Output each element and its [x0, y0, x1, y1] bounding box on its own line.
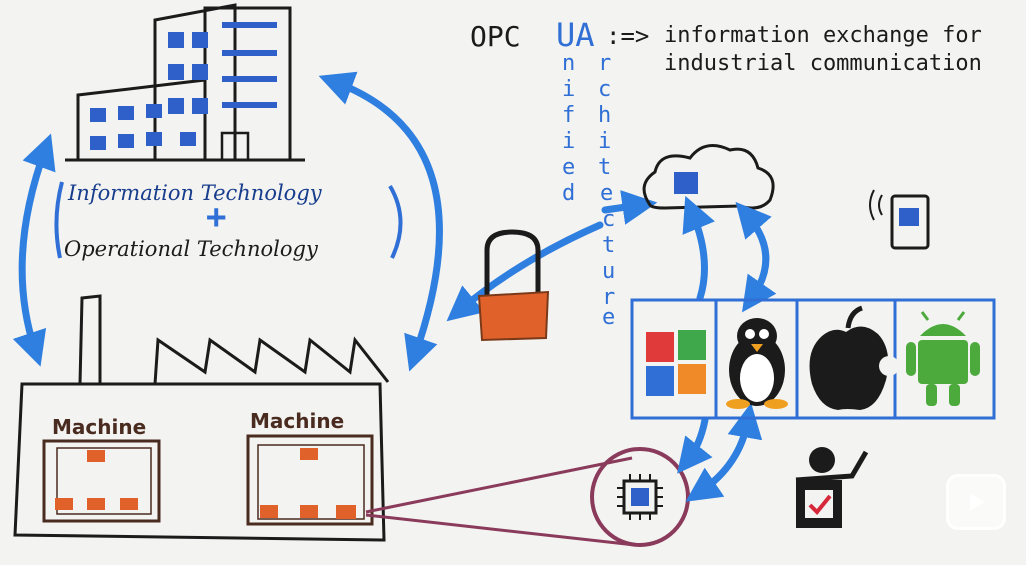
it-label: Information Technology	[67, 181, 323, 205]
letter: c	[598, 77, 611, 102]
os-strip	[630, 298, 996, 420]
building-icon	[65, 3, 305, 162]
arrows-cloud-os	[677, 195, 777, 502]
play-button[interactable]	[946, 474, 1006, 530]
letter: r	[598, 51, 611, 76]
vertical-architecture: r c h i t e c t u r e	[598, 51, 615, 330]
letter: t	[598, 155, 611, 180]
letter: t	[602, 233, 615, 258]
letter: e	[602, 305, 615, 330]
windows-icon	[646, 330, 706, 396]
letter: d	[562, 181, 575, 206]
ot-label: Operational Technology	[64, 237, 319, 261]
letter: c	[602, 207, 615, 232]
android-icon	[906, 311, 980, 406]
play-icon	[970, 493, 985, 511]
plus-sign: +	[206, 197, 226, 237]
machine-2: Machine	[246, 409, 374, 526]
user-check-icon	[795, 447, 869, 528]
title-opc: OPC	[470, 20, 521, 53]
letter: i	[562, 77, 575, 102]
letter: e	[562, 155, 575, 180]
linux-penguin-icon	[726, 318, 788, 409]
letter: f	[562, 103, 575, 128]
letter: i	[562, 129, 575, 154]
arrows-it-ot	[12, 71, 658, 372]
smartphone-icon	[869, 189, 930, 250]
chip-icon	[617, 474, 663, 520]
machine-1: Machine	[42, 415, 161, 523]
letter: r	[602, 285, 615, 310]
letter: n	[562, 51, 575, 76]
apple-icon	[809, 305, 899, 410]
letter: e	[600, 181, 613, 206]
machine-label: Machine	[250, 409, 344, 433]
machine-label: Machine	[52, 415, 146, 439]
letter: i	[598, 129, 611, 154]
letter: u	[602, 259, 615, 284]
title-line-2: industrial communication	[664, 51, 982, 76]
letter: h	[598, 103, 611, 128]
padlock-icon	[477, 229, 550, 342]
title-line-1: information exchange for	[664, 23, 982, 48]
vertical-unified: n i f i e d	[562, 51, 575, 206]
cloud-icon	[642, 144, 775, 210]
title-arrow: :=>	[606, 22, 649, 50]
chip-magnifier	[365, 447, 690, 547]
title-ua: UA	[556, 16, 595, 54]
